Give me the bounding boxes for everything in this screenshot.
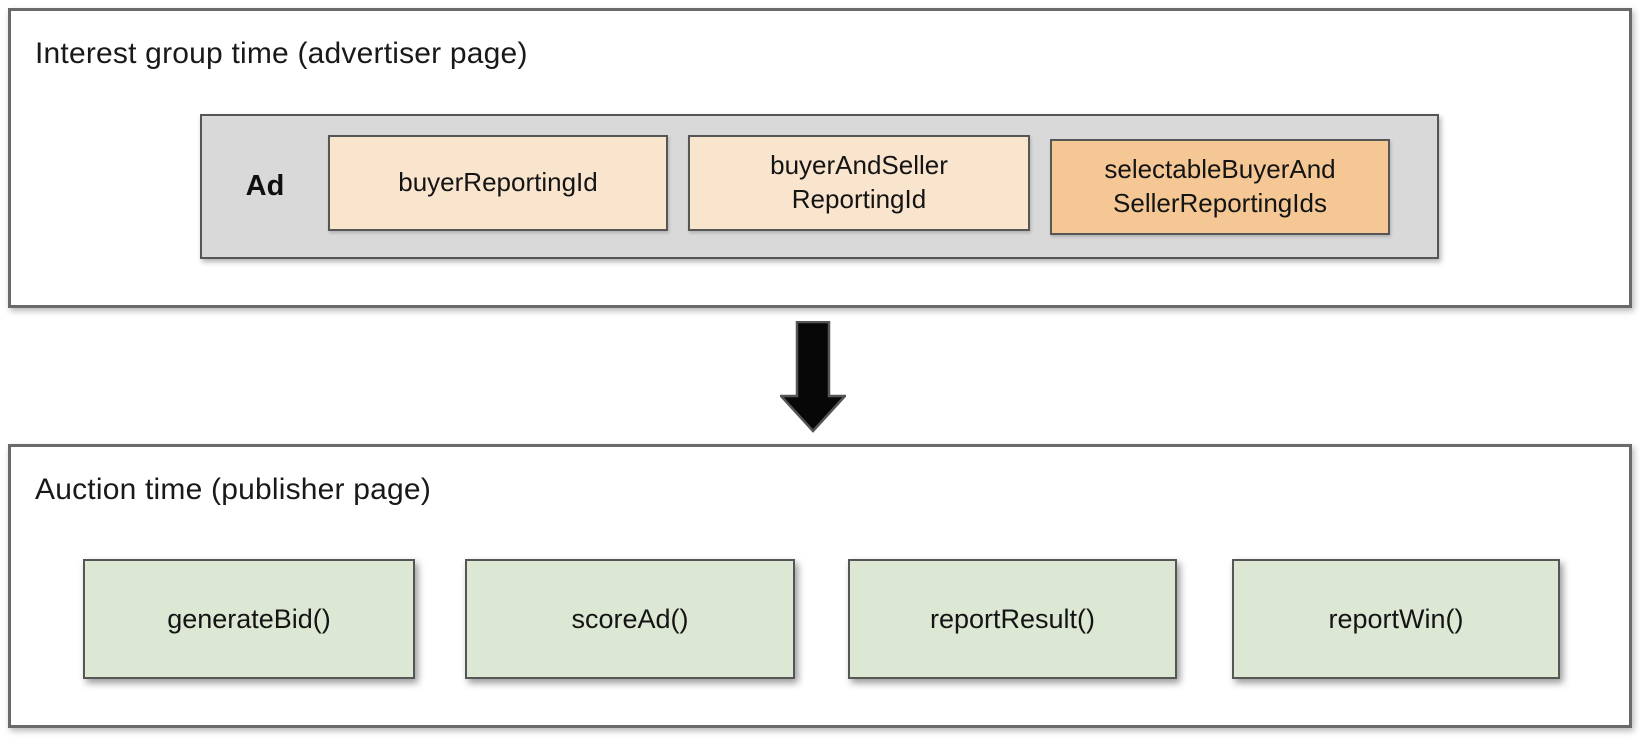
auction-section-title: Auction time (publisher page) [35,473,432,506]
box-generate-bid: generateBid() [83,559,415,679]
box-report-result: reportResult() [848,559,1177,679]
ad-container: Ad buyerReportingId buyerAndSeller Repor… [200,114,1439,259]
box-selectable-buyer-and-seller-reporting-ids: selectableBuyerAnd SellerReportingIds [1050,139,1390,235]
box-selectable-line1: selectableBuyerAnd [1104,154,1336,185]
box-buyer-and-seller-reporting-id: buyerAndSeller ReportingId [688,135,1030,231]
box-buyer-reporting-id: buyerReportingId [328,135,668,231]
down-arrow-icon [778,320,848,433]
box-selectable-line2: SellerReportingIds [1113,188,1327,218]
ad-label: Ad [245,170,285,202]
box-score-ad: scoreAd() [465,559,795,679]
box-buyer-reporting-id-text: buyerReportingId [398,167,598,198]
interest-group-section-title: Interest group time (advertiser page) [35,37,528,70]
interest-group-section: Interest group time (advertiser page) Ad… [8,8,1632,308]
box-report-win: reportWin() [1232,559,1560,679]
auction-section: Auction time (publisher page) generateBi… [8,444,1632,728]
box-buyer-and-seller-reporting-id-line2: ReportingId [791,184,927,214]
box-buyer-and-seller-reporting-id-line1: buyerAndSeller [770,150,948,181]
